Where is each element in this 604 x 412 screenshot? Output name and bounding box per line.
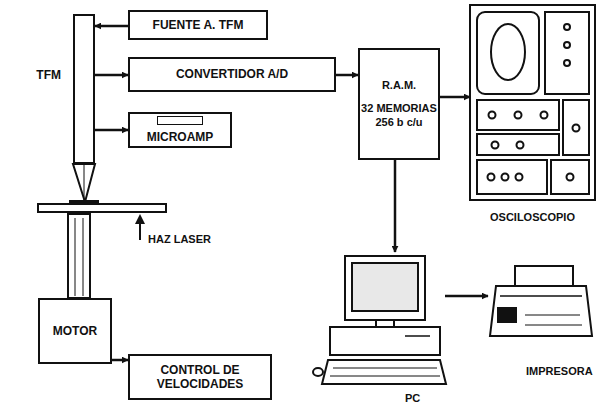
pc: PC (325, 252, 445, 390)
tube-axis (84, 164, 85, 200)
node-label: 32 MEMORIAS 256 b c/u (360, 102, 438, 128)
converter-box: CONVERTIDOR A/D (128, 57, 336, 92)
power-supply-box: FUENTE A. TFM (128, 10, 268, 40)
signal-arrow (95, 74, 128, 77)
signal-arrow (394, 160, 397, 252)
meter-display (157, 116, 203, 125)
oscilloscope-drawing (470, 5, 595, 200)
tfm-tube: TFM (73, 14, 95, 164)
node-label: PC (405, 392, 420, 405)
printer-drawing (490, 266, 592, 336)
beam-label: HAZ LASER (148, 233, 211, 245)
microamp-box: MICROAMP (128, 112, 232, 148)
speed-control-box: CONTROL DE VELOCIDADES (128, 354, 272, 400)
sample-plate (38, 204, 166, 212)
node-label: MOTOR (53, 324, 97, 338)
printer: IMPRESORA (488, 262, 592, 347)
shaft-line (75, 218, 76, 296)
node-label: FUENTE A. TFM (153, 18, 244, 32)
signal-arrow (95, 129, 128, 132)
sample (70, 201, 98, 204)
node-label: IMPRESORA (526, 365, 593, 378)
laser-beam (139, 222, 141, 240)
motor-box: MOTOR (38, 298, 112, 364)
node-label: TFM (36, 68, 61, 82)
tube-cone (73, 164, 95, 202)
signal-arrow (336, 74, 358, 77)
signal-arrow (95, 25, 128, 28)
signal-arrow (440, 96, 470, 99)
node-label: MICROAMP (147, 130, 214, 144)
shaft-line (83, 218, 84, 296)
pc-drawing (313, 256, 446, 384)
signal-arrow (445, 295, 488, 298)
node-label: CONTROL DE VELOCIDADES (130, 363, 270, 392)
ram-box: R.A.M. 32 MEMORIAS 256 b c/u (358, 48, 440, 160)
node-label: OSCILOSCOPIO (490, 211, 575, 224)
node-label: R.A.M. (382, 79, 416, 92)
signal-arrow (112, 359, 128, 362)
node-label: CONVERTIDOR A/D (176, 67, 288, 81)
oscilloscope: OSCILOSCOPIO (470, 5, 595, 200)
motor-shaft (68, 214, 90, 298)
laser-arrowhead (135, 214, 145, 224)
